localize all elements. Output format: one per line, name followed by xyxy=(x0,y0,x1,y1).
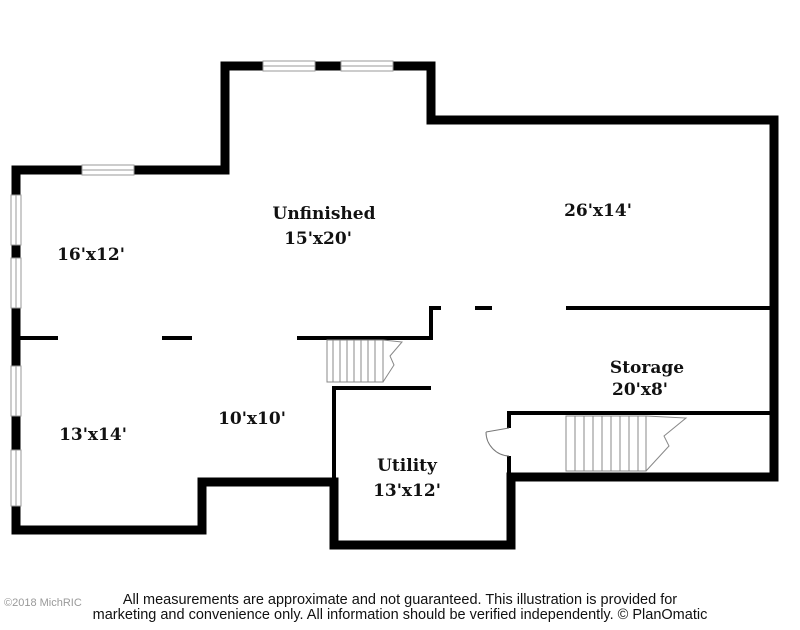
stairs-main xyxy=(326,339,403,383)
interior-walls xyxy=(18,306,772,480)
room-name-unfinished: Unfinished xyxy=(273,204,376,224)
door-swing xyxy=(485,427,510,457)
room-dims-10x10: 10'x10' xyxy=(218,409,286,429)
room-dims-storage: 20'x8' xyxy=(612,380,668,400)
room-dims-unfinished: 15'x20' xyxy=(284,229,352,249)
stairs-storage xyxy=(565,415,688,472)
disclaimer-line-1: All measurements are approximate and not… xyxy=(122,592,678,608)
disclaimer-line-2: marketing and convenience only. All info… xyxy=(92,607,708,623)
room-name-storage: Storage xyxy=(610,358,684,378)
room-dims-26x14: 26'x14' xyxy=(564,201,632,221)
windows xyxy=(10,60,394,507)
room-dims-13x14: 13'x14' xyxy=(59,425,127,445)
copyright-watermark: ©2018 MichRIC xyxy=(4,597,82,609)
room-name-utility: Utility xyxy=(377,456,438,476)
room-labels: Unfinished 15'x20' 26'x14' 16'x12' 13'x1… xyxy=(57,201,684,501)
room-dims-16x12: 16'x12' xyxy=(57,245,125,265)
room-dims-utility: 13'x12' xyxy=(373,481,441,501)
